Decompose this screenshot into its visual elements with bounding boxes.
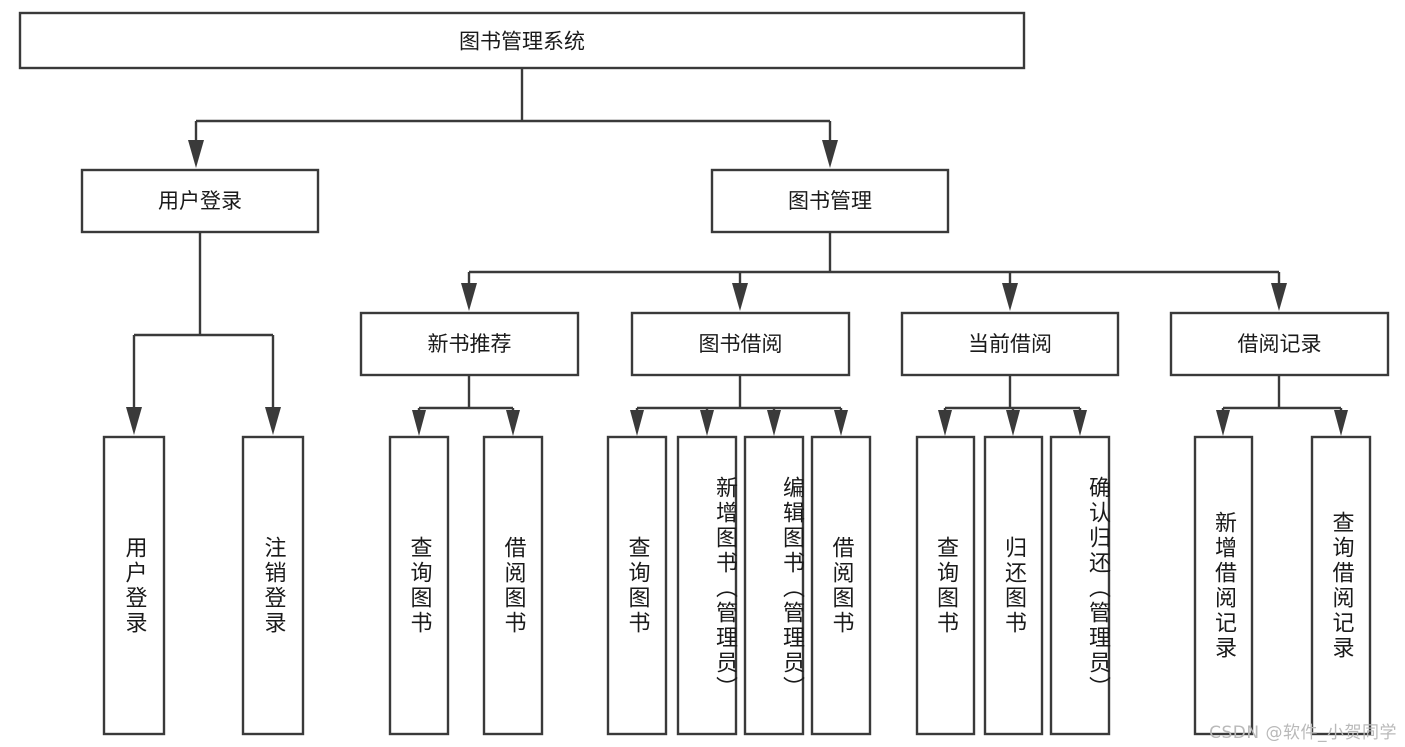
leaf-box-query-book-current[interactable]: [915, 435, 976, 736]
arrow-head-icon: [834, 410, 848, 436]
node-user-login-box[interactable]: [80, 168, 320, 234]
arrow-head-icon: [767, 410, 781, 436]
csdn-watermark: CSDN @软件_小贺同学: [1209, 723, 1397, 743]
connector-group: [126, 68, 1348, 436]
node-user-login-label: 用户登录: [158, 189, 242, 213]
leaf-box-borrow-book[interactable]: [810, 435, 872, 736]
node-book-manage-box[interactable]: [710, 168, 950, 234]
arrow-head-icon: [461, 283, 477, 311]
leaf-box-return-book[interactable]: [983, 435, 1044, 736]
arrow-head-icon: [126, 407, 142, 435]
arrow-head-icon: [700, 410, 714, 436]
leaf-box-query-borrow-record[interactable]: [1310, 435, 1372, 736]
arrow-head-icon: [1002, 283, 1018, 311]
node-root-box[interactable]: [18, 11, 1026, 70]
arrow-head-icon: [938, 410, 952, 436]
leaf-box-logout[interactable]: [241, 435, 305, 736]
leaf-box-query-book-borrow[interactable]: [606, 435, 668, 736]
node-root-label: 图书管理系统: [459, 30, 585, 54]
node-new-book-recommend-box[interactable]: [359, 311, 580, 377]
arrow-head-icon: [1271, 283, 1287, 311]
leaf-box-add-book[interactable]: [676, 435, 738, 736]
leaf-box-borrow-book-new[interactable]: [482, 435, 544, 736]
node-book-borrow-label: 图书借阅: [699, 332, 783, 356]
leaf-box-user-login[interactable]: [102, 435, 166, 736]
arrow-head-icon: [732, 283, 748, 311]
node-new-book-recommend[interactable]: 新书推荐: [359, 311, 580, 377]
arrow-head-icon: [1006, 410, 1020, 436]
leaf-box-edit-book[interactable]: [743, 435, 805, 736]
node-borrow-record-box[interactable]: [1169, 311, 1390, 377]
leaf-box-query-book-new[interactable]: [388, 435, 450, 736]
node-current-borrow-label: 当前借阅: [968, 332, 1052, 356]
node-borrow-record-label: 借阅记录: [1238, 332, 1322, 356]
arrow-head-icon: [412, 410, 426, 436]
node-user-login[interactable]: 用户登录: [80, 168, 320, 234]
leaf-box-group: [102, 435, 1372, 736]
node-borrow-record[interactable]: 借阅记录: [1169, 311, 1390, 377]
arrow-head-icon: [630, 410, 644, 436]
node-book-manage-label: 图书管理: [788, 189, 872, 213]
node-book-borrow[interactable]: 图书借阅: [630, 311, 851, 377]
node-current-borrow-box[interactable]: [900, 311, 1120, 377]
arrow-head-icon: [1216, 410, 1230, 436]
node-book-manage[interactable]: 图书管理: [710, 168, 950, 234]
leaf-box-add-borrow-record[interactable]: [1193, 435, 1254, 736]
arrow-head-icon: [506, 410, 520, 436]
arrow-head-icon: [188, 140, 204, 168]
node-new-book-recommend-label: 新书推荐: [428, 332, 512, 356]
arrow-head-icon: [265, 407, 281, 435]
arrow-head-icon: [1334, 410, 1348, 436]
arrow-head-icon: [1073, 410, 1087, 436]
node-current-borrow[interactable]: 当前借阅: [900, 311, 1120, 377]
node-root[interactable]: 图书管理系统: [18, 11, 1026, 70]
node-book-borrow-box[interactable]: [630, 311, 851, 377]
arrow-head-icon: [822, 140, 838, 168]
leaf-box-confirm-return[interactable]: [1049, 435, 1111, 736]
